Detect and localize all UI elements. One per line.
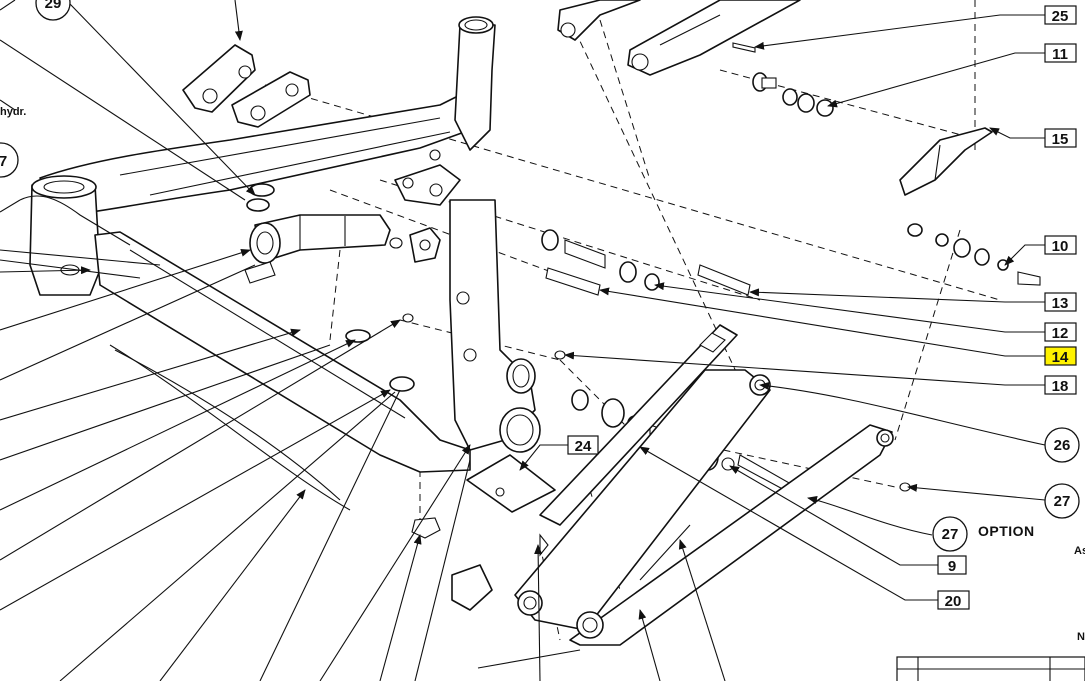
rear-stays — [451, 324, 894, 669]
callout-20: 20 — [937, 590, 970, 610]
shock-hardware — [345, 227, 441, 539]
callout-27-a: 27 — [1044, 483, 1080, 519]
callout-7: 7 — [0, 142, 19, 178]
svg-text:9: 9 — [948, 558, 956, 575]
callout-13: 13 — [1044, 292, 1077, 312]
svg-text:24: 24 — [575, 438, 592, 455]
svg-text:12: 12 — [1052, 325, 1069, 342]
callout-27-b: 27 — [932, 516, 968, 552]
callout-26: 26 — [1044, 427, 1080, 463]
svg-text:29: 29 — [45, 0, 62, 12]
callout-18: 18 — [1044, 375, 1077, 395]
svg-text:27: 27 — [942, 526, 959, 543]
svg-text:20: 20 — [945, 593, 962, 610]
svg-text:10: 10 — [1052, 238, 1069, 255]
callout-11: 11 — [1044, 43, 1077, 63]
svg-text:7: 7 — [0, 153, 7, 170]
main-frame — [29, 16, 541, 473]
callout-10: 10 — [1044, 235, 1077, 255]
callout-24: 24 — [567, 435, 599, 455]
svg-text:18: 18 — [1052, 378, 1069, 395]
svg-text:15: 15 — [1052, 131, 1069, 148]
upper-link-brackets — [182, 44, 311, 128]
callout-15: 15 — [1044, 128, 1077, 148]
callout-14: 14 — [1044, 346, 1077, 366]
hydr-text: hydr. — [0, 106, 26, 118]
pivot-hardware — [541, 42, 1041, 503]
callout-12: 12 — [1044, 322, 1077, 342]
callout-leaders — [519, 14, 1046, 601]
svg-text:26: 26 — [1054, 437, 1071, 454]
svg-text:11: 11 — [1052, 46, 1068, 63]
rear-shock — [244, 183, 391, 284]
callout-9: 9 — [937, 555, 967, 575]
n-text: N — [1077, 631, 1085, 643]
callout-labels: 29 7 26 27 27 25 11 15 — [0, 0, 1085, 643]
svg-text:13: 13 — [1052, 295, 1069, 312]
option-text: OPTION — [978, 523, 1035, 539]
svg-text:27: 27 — [1054, 493, 1071, 510]
callout-25: 25 — [1044, 5, 1077, 25]
cable-routing — [0, 195, 351, 511]
leader-lines — [0, 0, 726, 681]
callout-29: 29 — [35, 0, 71, 21]
as-text: As — [1074, 545, 1085, 557]
svg-text:25: 25 — [1052, 8, 1069, 25]
title-block-fragment — [896, 656, 1085, 681]
svg-text:14: 14 — [1052, 349, 1069, 366]
rocker-link — [557, 0, 801, 76]
